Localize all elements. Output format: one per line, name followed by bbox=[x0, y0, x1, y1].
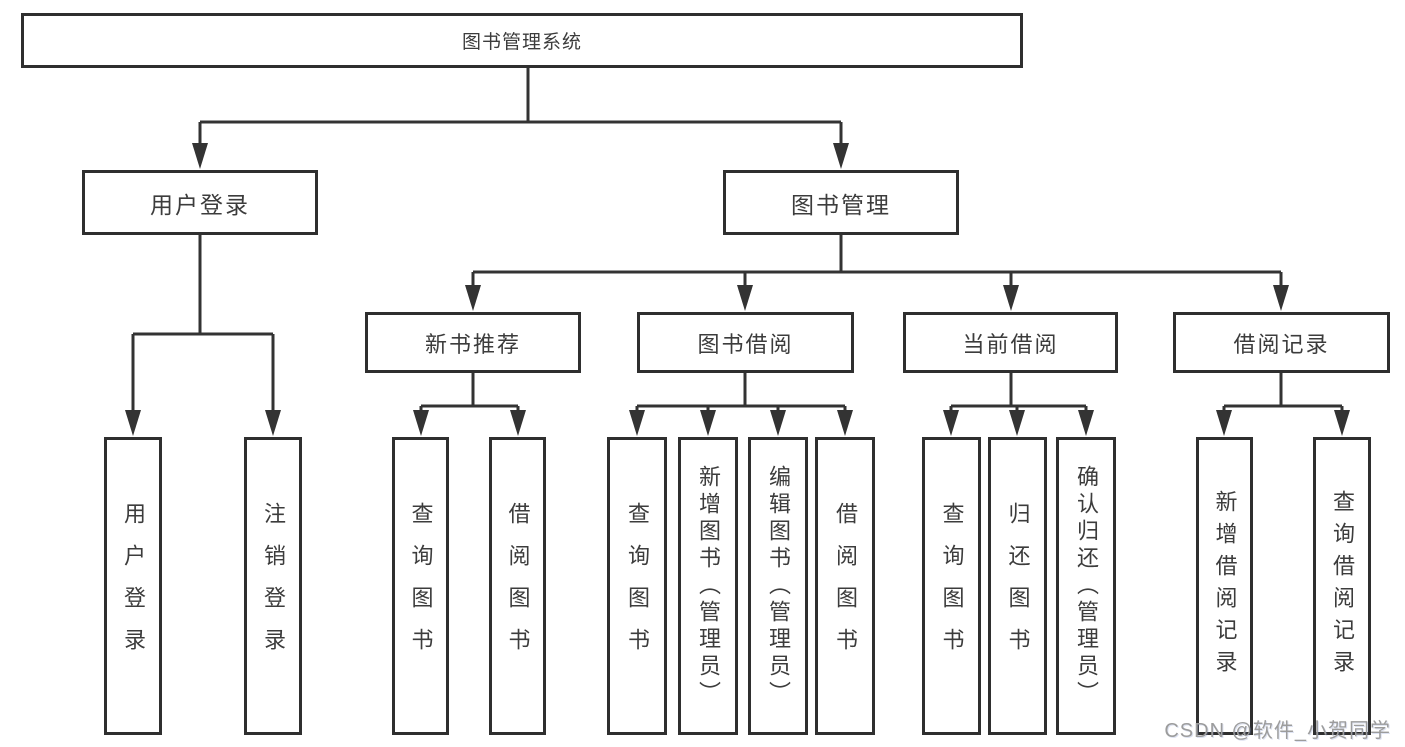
arrow-b2 bbox=[510, 410, 526, 436]
arrow-into-logout-leaf bbox=[265, 410, 281, 436]
node-borrow-add-books-admin-label: 新增图书（管理员） bbox=[696, 464, 721, 708]
node-recommend-borrow-books-label: 借阅图书 bbox=[505, 502, 531, 670]
edge-book-management-children bbox=[471, 235, 1283, 288]
node-book-borrowing-label: 图书借阅 bbox=[697, 331, 794, 357]
arrow-c3 bbox=[770, 410, 786, 436]
edge-recommend-children bbox=[419, 373, 520, 411]
node-logout-action: 注销登录 bbox=[244, 437, 302, 735]
node-current-query-books-label: 查询图书 bbox=[939, 502, 965, 670]
node-new-book-recommendation-label: 新书推荐 bbox=[424, 331, 521, 357]
node-records-add-record-label: 新增借阅记录 bbox=[1212, 490, 1238, 682]
node-user-login: 用户登录 bbox=[82, 170, 318, 235]
arrow-into-current bbox=[1003, 285, 1019, 311]
arrow-d1 bbox=[943, 410, 959, 436]
node-borrow-query-books-label: 查询图书 bbox=[625, 502, 650, 670]
watermark-text: CSDN @软件_小贺同学 bbox=[1164, 720, 1391, 742]
node-records-query-record-label: 查询借阅记录 bbox=[1330, 490, 1355, 682]
edge-user-login-children bbox=[131, 235, 275, 411]
node-recommend-borrow-books: 借阅图书 bbox=[489, 437, 546, 735]
node-records-query-record: 查询借阅记录 bbox=[1313, 437, 1371, 735]
arrow-c1 bbox=[629, 410, 645, 436]
arrow-d2 bbox=[1009, 410, 1025, 436]
node-logout-action-label: 注销登录 bbox=[261, 502, 286, 670]
node-current-borrowing-label: 当前借阅 bbox=[962, 331, 1059, 357]
node-user-login-action: 用户登录 bbox=[104, 437, 162, 735]
node-user-login-action-label: 用户登录 bbox=[121, 502, 146, 670]
node-current-query-books: 查询图书 bbox=[922, 437, 981, 735]
arrow-e2 bbox=[1334, 410, 1350, 436]
arrow-into-records bbox=[1273, 285, 1289, 311]
edge-root-to-level1 bbox=[198, 68, 843, 146]
node-borrowing-records: 借阅记录 bbox=[1173, 312, 1390, 373]
node-borrow-borrow-books-label: 借阅图书 bbox=[833, 502, 858, 670]
arrow-c4 bbox=[837, 410, 853, 436]
node-root: 图书管理系统 bbox=[21, 13, 1023, 68]
node-root-label: 图书管理系统 bbox=[461, 32, 582, 53]
node-current-borrowing: 当前借阅 bbox=[903, 312, 1118, 373]
node-user-login-label: 用户登录 bbox=[150, 191, 250, 218]
node-borrow-edit-books-admin-label: 编辑图书（管理员） bbox=[766, 464, 791, 708]
node-book-borrowing: 图书借阅 bbox=[637, 312, 854, 373]
arrow-d3 bbox=[1078, 410, 1094, 436]
node-new-book-recommendation: 新书推荐 bbox=[365, 312, 581, 373]
node-borrow-add-books-admin: 新增图书（管理员） bbox=[678, 437, 738, 735]
arrow-c2 bbox=[700, 410, 716, 436]
arrow-into-user-login-leaf bbox=[125, 410, 141, 436]
node-book-management: 图书管理 bbox=[723, 170, 959, 235]
node-borrow-edit-books-admin: 编辑图书（管理员） bbox=[748, 437, 808, 735]
node-current-return-books-label: 归还图书 bbox=[1005, 502, 1031, 670]
edge-records-children bbox=[1222, 373, 1344, 411]
node-records-add-record: 新增借阅记录 bbox=[1196, 437, 1253, 735]
arrowheads bbox=[125, 143, 1350, 436]
node-current-confirm-return-admin-label: 确认归还（管理员） bbox=[1074, 464, 1099, 708]
arrow-into-book-management bbox=[833, 143, 849, 169]
node-borrow-query-books: 查询图书 bbox=[607, 437, 667, 735]
node-current-return-books: 归还图书 bbox=[988, 437, 1047, 735]
node-borrowing-records-label: 借阅记录 bbox=[1233, 331, 1330, 357]
arrow-into-borrowing bbox=[737, 285, 753, 311]
node-borrow-borrow-books: 借阅图书 bbox=[815, 437, 875, 735]
node-book-management-label: 图书管理 bbox=[791, 191, 891, 218]
arrow-into-recommend bbox=[465, 285, 481, 311]
node-recommend-query-books-label: 查询图书 bbox=[408, 502, 434, 670]
node-current-confirm-return-admin: 确认归还（管理员） bbox=[1056, 437, 1116, 735]
node-recommend-query-books: 查询图书 bbox=[392, 437, 449, 735]
arrow-into-user-login bbox=[192, 143, 208, 169]
arrow-b1 bbox=[413, 410, 429, 436]
edge-current-children bbox=[949, 373, 1088, 411]
arrow-e1 bbox=[1216, 410, 1232, 436]
edge-borrowing-children bbox=[635, 373, 847, 411]
